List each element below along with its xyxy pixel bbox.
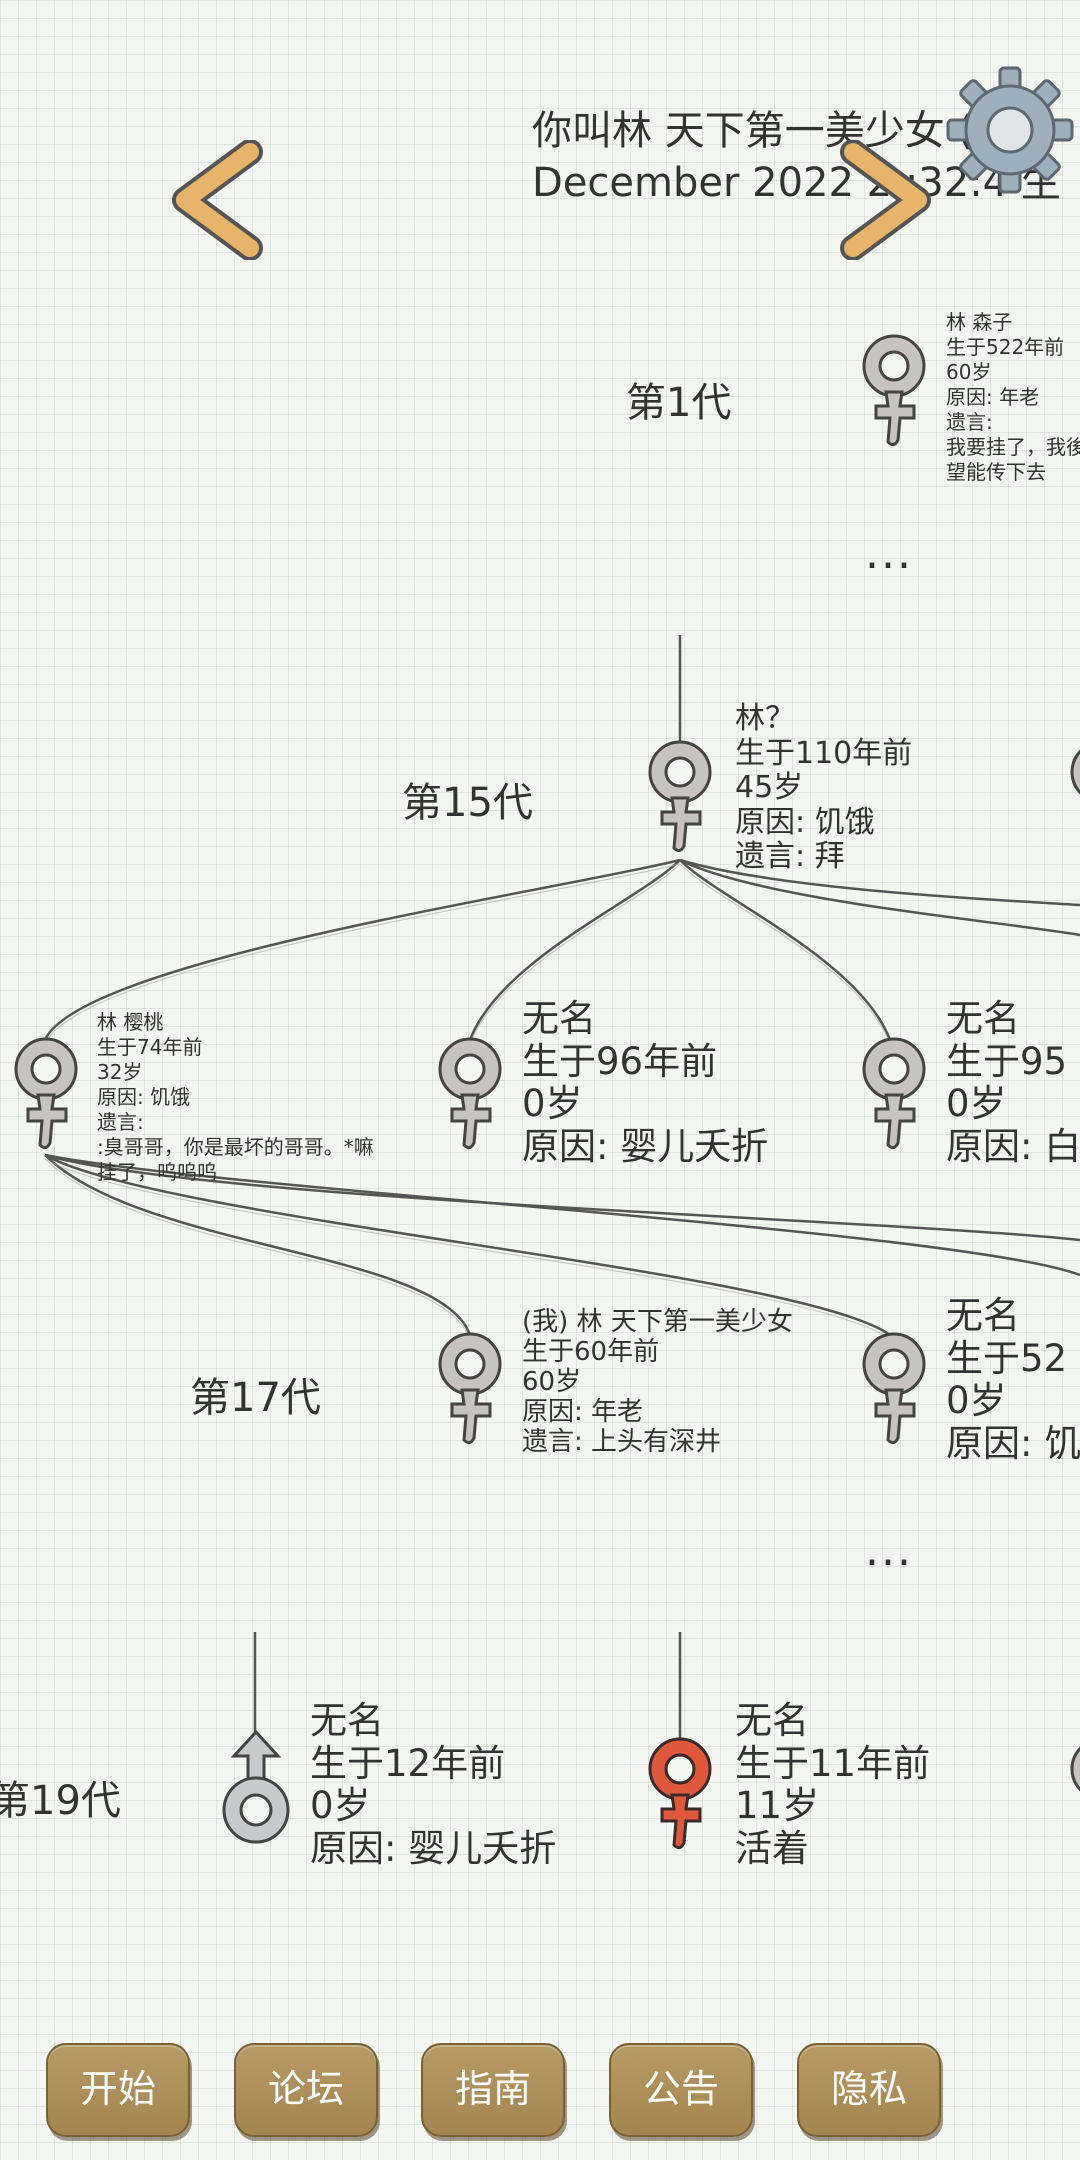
female-alive-icon[interactable]	[644, 1735, 716, 1855]
link-line	[679, 858, 1080, 937]
person-will-text: 望能传下去	[946, 460, 1046, 484]
female-icon[interactable]	[858, 332, 930, 452]
settings-gear-icon[interactable]	[945, 65, 1075, 195]
person-will-text: 我要挂了，我後	[946, 435, 1080, 459]
person-born: 生于52	[946, 1336, 1068, 1380]
person-born: 生于110年前	[735, 735, 913, 771]
person-name: 无名	[735, 1699, 809, 1742]
person-age: 60岁	[522, 1366, 582, 1397]
person-age: 0岁	[522, 1082, 583, 1126]
link-line	[44, 1153, 1080, 1277]
person-name: 林 樱桃	[97, 1010, 164, 1034]
start-button[interactable]: 开始	[46, 2043, 190, 2137]
next-arrow-icon[interactable]	[828, 140, 938, 260]
person-name: 林？	[735, 701, 795, 736]
person-name: 无名	[946, 997, 1020, 1040]
person-age: 45岁	[735, 770, 804, 805]
link-line	[44, 1154, 472, 1336]
person-info-son12: 无名 生于12年前 0岁 原因: 婴儿夭折	[310, 1699, 557, 1870]
notice-button[interactable]: 公告	[609, 2043, 753, 2137]
person-cause: 原因: 饥	[946, 1421, 1080, 1465]
person-name: 无名	[946, 1294, 1020, 1337]
person-born: 生于74年前	[97, 1035, 203, 1059]
female-icon[interactable]	[434, 1035, 506, 1155]
forum-button[interactable]: 论坛	[234, 2043, 378, 2137]
person-cause: 活着	[735, 1826, 809, 1870]
collapsed-generations-indicator[interactable]: ...	[865, 1525, 913, 1576]
person-born: 生于95	[946, 1039, 1068, 1083]
person-will: 遗言: 上头有深井	[522, 1426, 722, 1457]
person-info-nameless95: 无名 生于95 0岁 原因: 白	[946, 997, 1080, 1168]
person-name: 无名	[310, 1699, 384, 1742]
generation-label-19: 第19代	[0, 1778, 121, 1824]
person-born: 生于12年前	[310, 1741, 506, 1785]
person-will-text: :臭哥哥，你是最坏的哥哥。*嘛	[97, 1135, 374, 1159]
person-info-cherry: 林 樱桃 生于74年前 32岁 原因: 饥饿 遗言: :臭哥哥，你是最坏的哥哥。…	[97, 1010, 374, 1185]
generation-label-15: 第15代	[402, 780, 533, 826]
person-name: 林 森子	[946, 310, 1013, 334]
female-icon[interactable]	[858, 1035, 930, 1155]
person-born: 生于11年前	[735, 1741, 931, 1785]
guide-button[interactable]: 指南	[421, 2043, 565, 2137]
female-icon[interactable]	[10, 1035, 82, 1155]
female-icon[interactable]	[858, 1330, 930, 1450]
collapsed-generations-indicator[interactable]: ...	[865, 528, 913, 579]
person-info-forest: 林 森子 生于522年前 60岁 原因: 年老 遗言: 我要挂了，我後 望能传下…	[946, 310, 1080, 485]
female-icon[interactable]	[644, 738, 716, 858]
person-will-label: 遗言:	[97, 1110, 144, 1134]
person-info-unknown: 林？ 生于110年前 45岁 原因: 饥饿 遗言: 拜	[735, 701, 913, 875]
person-will: 遗言: 拜	[735, 839, 845, 874]
person-info-nameless52: 无名 生于52 0岁 原因: 饥	[946, 1294, 1080, 1465]
prev-arrow-icon[interactable]	[165, 140, 275, 260]
person-cause: 原因: 饥饿	[735, 804, 875, 840]
generation-label-1: 第1代	[626, 380, 732, 426]
person-name: (我) 林 天下第一美少女	[522, 1307, 793, 1337]
person-info-nameless96: 无名 生于96年前 0岁 原因: 婴儿夭折	[522, 997, 769, 1168]
link-line	[679, 859, 892, 1041]
person-age: 32岁	[97, 1060, 143, 1084]
person-cause: 原因: 饥饿	[97, 1085, 191, 1109]
person-age: 11岁	[735, 1784, 820, 1828]
person-cause: 原因: 年老	[522, 1396, 644, 1427]
person-born: 生于522年前	[946, 335, 1065, 359]
link-line	[679, 858, 1080, 907]
person-age: 0岁	[946, 1379, 1007, 1423]
person-will-label: 遗言:	[946, 410, 993, 434]
person-info-alive11: 无名 生于11年前 11岁 活着	[735, 1699, 931, 1870]
person-age: 0岁	[946, 1082, 1007, 1126]
male-icon[interactable]	[220, 1728, 292, 1848]
person-born: 生于96年前	[522, 1039, 718, 1083]
link-line	[44, 1153, 891, 1337]
header-title: 你叫林 天下第一美少女 (...)	[532, 108, 1027, 154]
link-line	[43, 858, 681, 1041]
person-cause: 原因: 婴儿夭折	[522, 1124, 769, 1168]
link-line	[44, 1153, 1080, 1242]
person-cause: 原因: 年老	[946, 385, 1040, 409]
person-will-text: 挂了，呜呜呜	[97, 1160, 217, 1184]
privacy-button[interactable]: 隐私	[797, 2043, 941, 2137]
person-age: 0岁	[310, 1784, 371, 1828]
person-cause: 原因: 白	[946, 1124, 1080, 1168]
person-born: 生于60年前	[522, 1336, 660, 1367]
person-age: 60岁	[946, 360, 992, 384]
female-icon[interactable]	[1066, 1735, 1080, 1855]
female-icon[interactable]	[1066, 738, 1080, 858]
link-line	[468, 859, 681, 1041]
female-icon[interactable]	[434, 1330, 506, 1450]
person-cause: 原因: 婴儿夭折	[310, 1826, 557, 1870]
person-name: 无名	[522, 997, 596, 1040]
generation-label-17: 第17代	[190, 1375, 321, 1421]
person-info-me: (我) 林 天下第一美少女 生于60年前 60岁 原因: 年老 遗言: 上头有深…	[522, 1307, 793, 1457]
